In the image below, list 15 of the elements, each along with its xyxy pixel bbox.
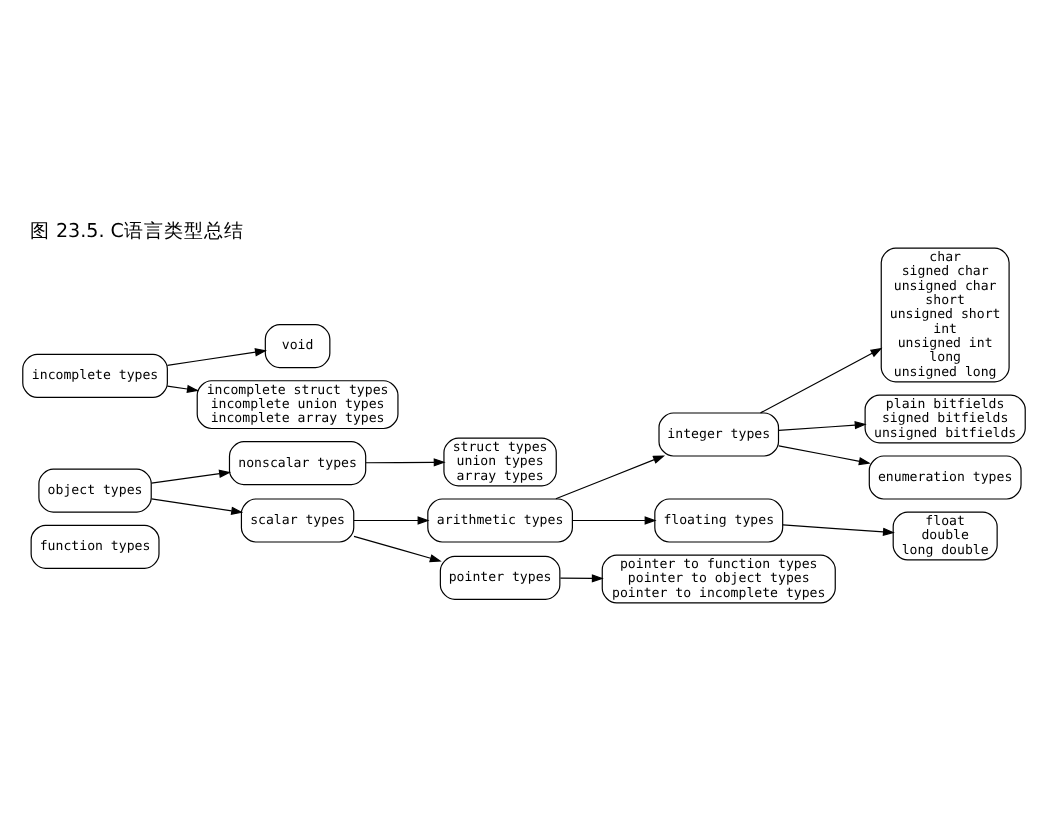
arrow xyxy=(777,445,870,466)
arrow xyxy=(165,384,198,394)
arrow xyxy=(165,348,266,366)
arrow xyxy=(570,516,656,525)
arrow xyxy=(149,498,243,515)
arrow xyxy=(781,524,894,536)
arrow xyxy=(554,455,665,500)
arrow xyxy=(758,347,882,414)
diagram-title: 图 23.5. C语言类型总结 xyxy=(28,221,243,244)
arrow xyxy=(352,535,441,563)
arrow xyxy=(558,574,603,583)
arrow xyxy=(149,469,231,484)
arrow xyxy=(364,458,445,467)
arrow xyxy=(352,516,429,525)
arrow xyxy=(777,420,866,431)
